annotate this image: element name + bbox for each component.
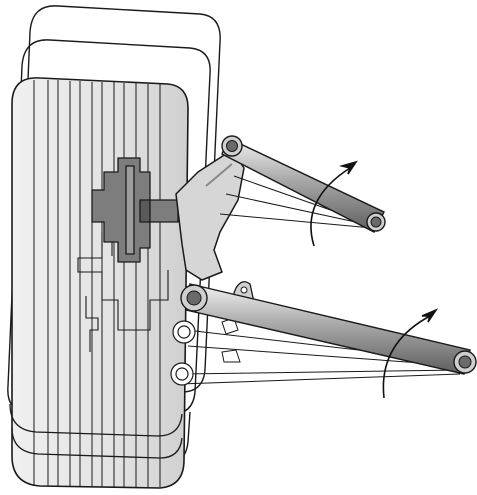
tread-grooves [33, 80, 161, 487]
lower-arm-rods [179, 329, 463, 385]
upper-arm-tube [221, 137, 385, 233]
lower-rotation-arrow [382, 315, 431, 399]
lower-control-arm [179, 281, 477, 385]
rotation-arrow [310, 160, 439, 399]
wheel-tire [9, 77, 189, 489]
tire-base-bands [9, 403, 183, 459]
upper-rotation-arrow [310, 167, 351, 247]
upper-control-arm [219, 135, 386, 233]
ball-joint [170, 320, 196, 386]
wheel-hub [91, 157, 179, 263]
